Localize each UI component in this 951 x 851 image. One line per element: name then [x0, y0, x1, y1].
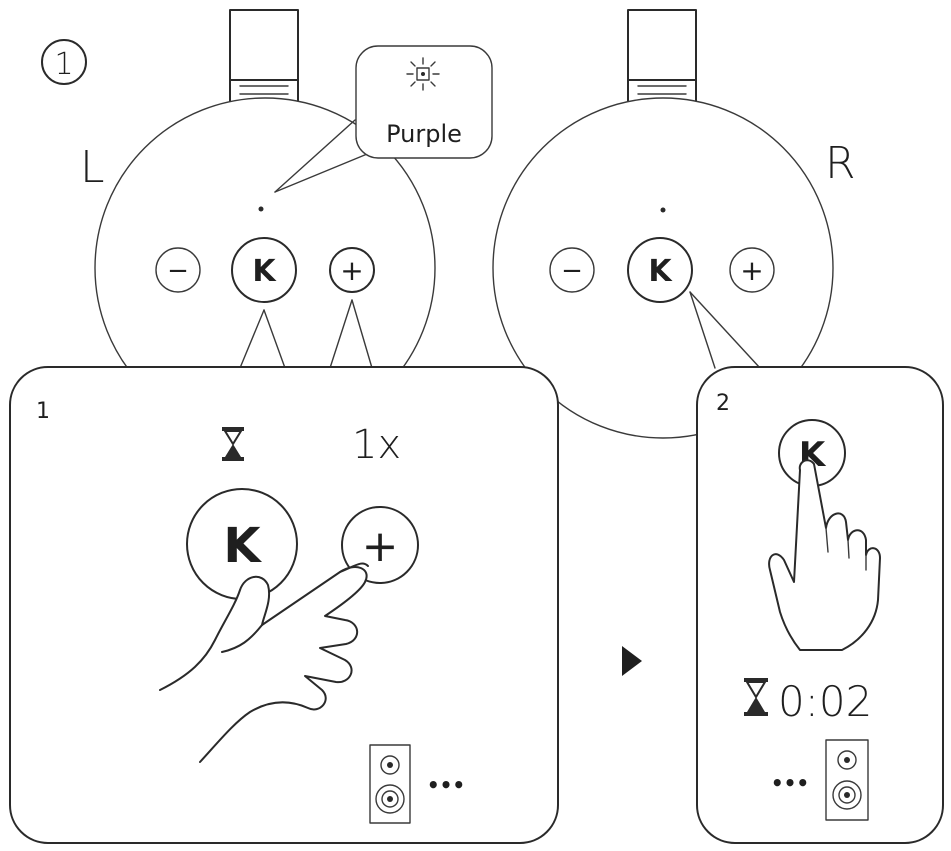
led-indicator-left [258, 206, 264, 212]
step-marker [41, 39, 87, 85]
minus-button-right-label: − [561, 256, 583, 286]
pointing-hand-icon [768, 459, 881, 651]
speaker-left-side-label: L [80, 142, 105, 193]
k-button-left [231, 237, 297, 303]
minus-button-left-label: − [167, 256, 189, 286]
hourglass-icon [222, 427, 244, 461]
plus-button-left [329, 247, 375, 293]
plus-button-left-label: + [340, 254, 363, 287]
ellipsis-icon-right: ••• [771, 771, 809, 795]
panel-1-number: 1 [36, 399, 50, 424]
speaker-right: − K + [492, 9, 834, 439]
speaker-right-side-label: R [825, 138, 856, 189]
hand-icon [159, 562, 369, 763]
panel-2-number: 2 [716, 391, 730, 416]
panel-2: 2 K 0:02 ••• [696, 366, 944, 844]
plus-button-large-label: + [362, 521, 399, 572]
panel-1: 1 1x K + ••• [9, 366, 559, 844]
hold-time-label: 0:02 [778, 677, 872, 726]
led-color-callout: Purple [274, 45, 493, 193]
minus-button-right [549, 247, 595, 293]
speaker-small-icon [369, 744, 411, 824]
speaker-left-mount [229, 9, 299, 83]
speaker-left: − K + [94, 9, 436, 439]
k-button-large-label: K [223, 518, 262, 574]
led-glow-icon [406, 57, 440, 91]
plus-button-right [729, 247, 775, 293]
led-color-label: Purple [386, 120, 462, 148]
panel-1-frame [9, 366, 559, 844]
ellipsis-icon-left: ••• [427, 773, 465, 797]
next-arrow-icon [622, 646, 642, 676]
k-button-left-label: K [252, 254, 277, 289]
k-button-right [627, 237, 693, 303]
hourglass-icon-hold [744, 678, 768, 716]
k-button-right-label: K [648, 254, 673, 289]
speaker-small-icon-right [825, 739, 869, 821]
speaker-right-mount [627, 9, 697, 83]
led-callout-box [355, 45, 493, 159]
press-count-label: 1x [352, 422, 401, 468]
step-marker-number: 1 [54, 47, 73, 82]
led-indicator-right [660, 207, 666, 213]
minus-button-left [155, 247, 201, 293]
plus-button-right-label: + [740, 254, 763, 287]
